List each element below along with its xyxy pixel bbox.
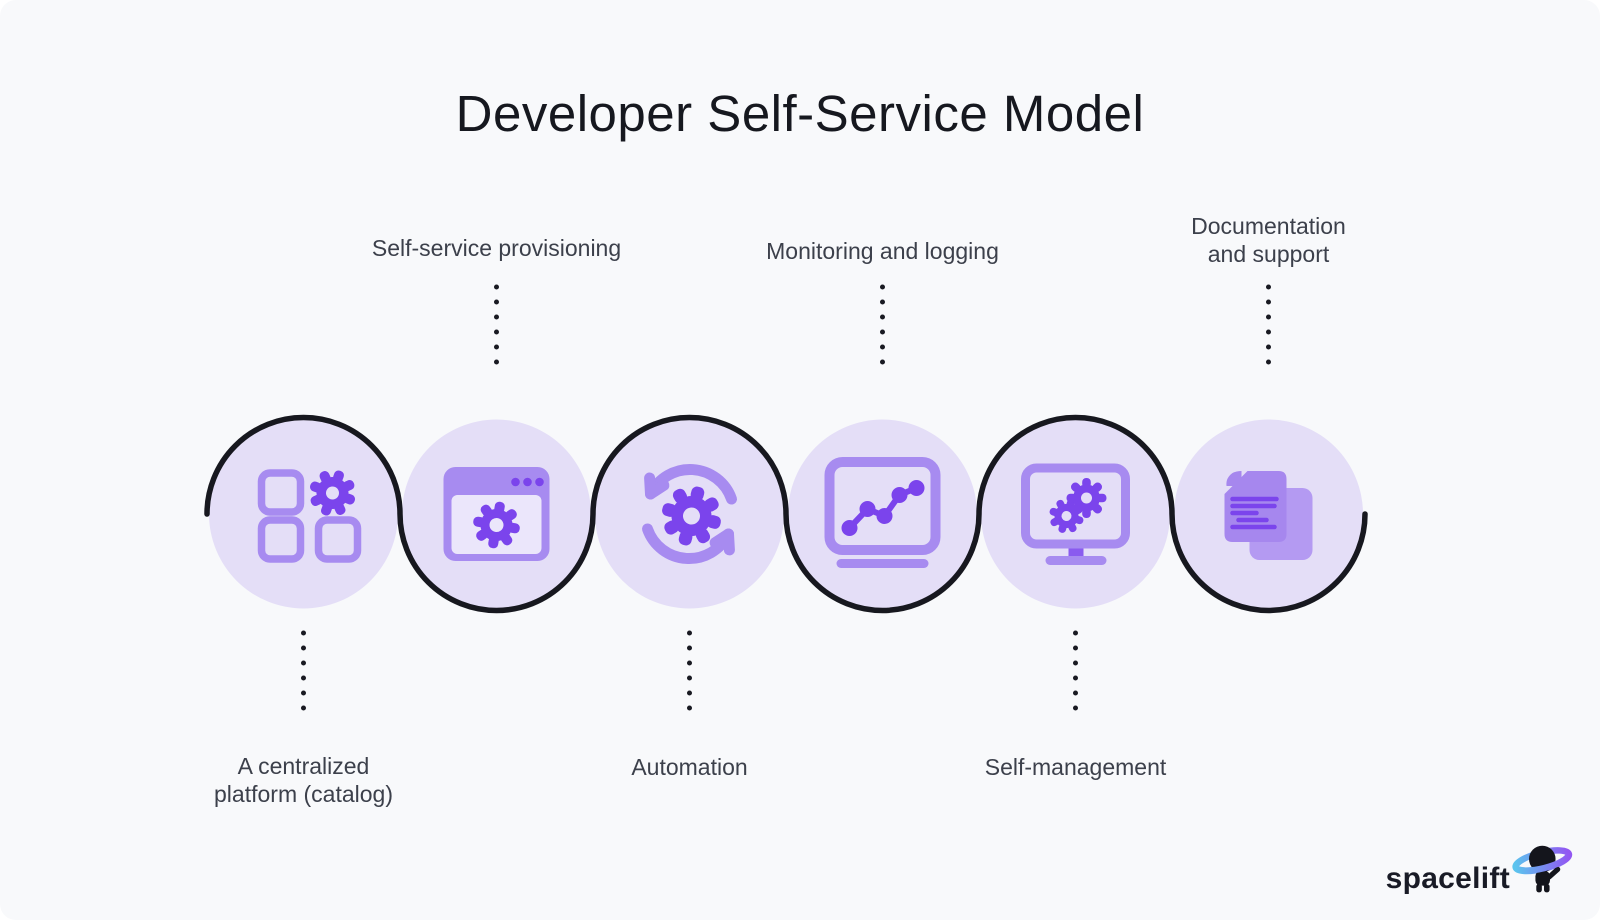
page-title: Developer Self-Service Model <box>455 85 1145 142</box>
documents-icon <box>1224 471 1313 560</box>
spacelift-logo-text: spacelift <box>1385 862 1510 895</box>
serpentine-connector-line <box>204 414 1368 614</box>
gear-icon <box>472 500 521 550</box>
laptop-line-chart-icon <box>824 457 941 568</box>
text-lines <box>1230 496 1279 530</box>
page-fold <box>1226 471 1242 486</box>
monitor-base <box>1045 556 1107 565</box>
catalog-grid-gear-icon <box>257 469 362 563</box>
dotted-connectors <box>301 284 1271 726</box>
gear-icon <box>308 469 357 517</box>
sync-arrows-gear-icon <box>642 463 737 565</box>
trend-chart-icon <box>841 480 925 536</box>
spacelift-logo: spacelift <box>1386 832 1580 910</box>
step-label-centralized-platform: A centralized platform (catalog) <box>214 753 393 807</box>
step-label-self-service-provisioning: Self-service provisioning <box>371 235 622 261</box>
browser-dots-icon <box>511 477 544 487</box>
gear-icon <box>660 485 723 547</box>
browser-window-gear-icon <box>443 467 550 561</box>
monitor-gears-icon <box>1021 463 1130 565</box>
laptop-base <box>836 559 929 568</box>
step-label-self-management: Self-management <box>984 754 1167 780</box>
step-label-automation: Automation <box>631 754 748 780</box>
step-circle <box>209 419 398 609</box>
spacelift-mascot-icon <box>1512 845 1573 893</box>
step-label-monitoring-logging: Monitoring and logging <box>766 238 999 264</box>
gear-icon <box>1066 478 1107 518</box>
step-label-documentation-support: Documentation and support <box>1191 213 1346 267</box>
